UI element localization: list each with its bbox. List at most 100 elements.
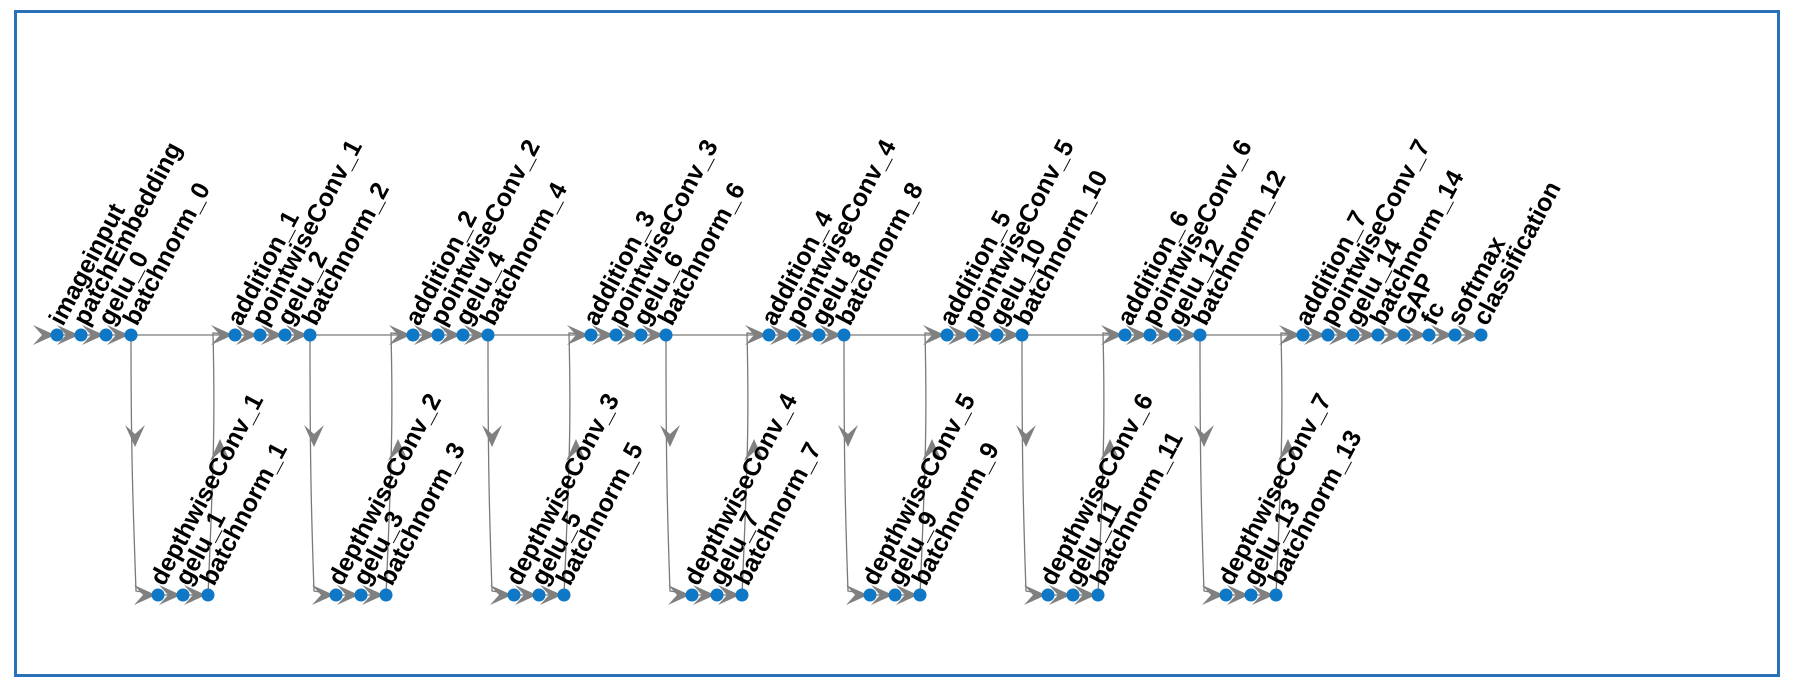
node-pointwiseConv_6[interactable] [1143, 328, 1157, 342]
node-fc[interactable] [1422, 328, 1436, 342]
nodes-layer [50, 328, 1488, 602]
node-gelu_9[interactable] [888, 588, 902, 602]
arrowhead-addition_4 [745, 325, 767, 345]
node-gelu_11[interactable] [1066, 588, 1080, 602]
node-batchnorm_2[interactable] [303, 328, 317, 342]
arrowhead-addition_1 [211, 325, 233, 345]
node-pointwiseConv_1[interactable] [253, 328, 267, 342]
node-batchnorm_6[interactable] [659, 328, 673, 342]
node-addition_4[interactable] [762, 328, 776, 342]
node-depthwiseConv_6[interactable] [1041, 588, 1055, 602]
node-addition_5[interactable] [940, 328, 954, 342]
node-addition_1[interactable] [228, 328, 242, 342]
node-batchnorm_8[interactable] [837, 328, 851, 342]
node-pointwiseConv_2[interactable] [431, 328, 445, 342]
node-depthwiseConv_2[interactable] [329, 588, 343, 602]
arrowhead-batchnorm_11 [1074, 585, 1096, 605]
node-batchnorm_7[interactable] [735, 588, 749, 602]
labels-layer: imageinputpatchEmbeddinggelu_0batchnorm_… [44, 135, 1567, 590]
node-depthwiseConv_5[interactable] [863, 588, 877, 602]
arrowhead-down-depthwiseConv_7 [1194, 425, 1214, 447]
node-depthwiseConv_1[interactable] [151, 588, 165, 602]
arrowhead-batchnorm_14 [1354, 325, 1376, 345]
arrowhead-gelu_5 [515, 585, 537, 605]
arrowhead-gelu_4 [439, 325, 461, 345]
node-pointwiseConv_5[interactable] [965, 328, 979, 342]
arrowhead-up-batchnorm_3 [388, 439, 408, 461]
arrowhead-up-batchnorm_13 [1278, 439, 1298, 461]
node-gelu_4[interactable] [456, 328, 470, 342]
arrowhead-up-batchnorm_9 [922, 439, 942, 461]
node-gelu_7[interactable] [710, 588, 724, 602]
edge-batchnorm_12-to-depthwiseConv_7 [1199, 334, 1227, 596]
node-gelu_3[interactable] [354, 588, 368, 602]
node-depthwiseConv_7[interactable] [1219, 588, 1233, 602]
node-pointwiseConv_3[interactable] [609, 328, 623, 342]
node-addition_3[interactable] [584, 328, 598, 342]
arrowhead-batchnorm_8 [820, 325, 842, 345]
arrowhead-depthwiseConv_5 [846, 585, 868, 605]
node-addition_6[interactable] [1118, 328, 1132, 342]
node-GAP[interactable] [1397, 328, 1411, 342]
arrowhead-depthwiseConv_3 [490, 585, 512, 605]
edge-batchnorm_13-to-addition_7 [1275, 332, 1304, 596]
arrowhead-batchnorm_5 [540, 585, 562, 605]
node-batchnorm_12[interactable] [1193, 328, 1207, 342]
arrowhead-pointwiseConv_3 [592, 325, 614, 345]
node-softmax[interactable] [1448, 328, 1462, 342]
arrowhead-batchnorm_4 [464, 325, 486, 345]
node-pointwiseConv_7[interactable] [1321, 328, 1335, 342]
node-pointwiseConv_4[interactable] [787, 328, 801, 342]
arrowhead-up-batchnorm_11 [1100, 439, 1120, 461]
node-classification[interactable] [1474, 328, 1488, 342]
arrowhead-pointwiseConv_7 [1304, 325, 1326, 345]
node-batchnorm_13[interactable] [1269, 588, 1283, 602]
arrowhead-depthwiseConv_7 [1202, 585, 1224, 605]
arrowhead-down-depthwiseConv_2 [304, 425, 324, 447]
node-batchnorm_0[interactable] [124, 328, 138, 342]
arrowhead-addition_5 [923, 325, 945, 345]
arrowhead-depthwiseConv_4 [668, 585, 690, 605]
node-patchEmbedding[interactable] [74, 328, 88, 342]
node-addition_7[interactable] [1296, 328, 1310, 342]
arrowhead-batchnorm_9 [896, 585, 918, 605]
edge-batchnorm_5-to-addition_3 [563, 332, 592, 596]
node-batchnorm_3[interactable] [379, 588, 393, 602]
node-batchnorm_10[interactable] [1015, 328, 1029, 342]
node-addition_2[interactable] [406, 328, 420, 342]
node-gelu_2[interactable] [278, 328, 292, 342]
edge-batchnorm_7-to-addition_4 [741, 332, 770, 596]
node-gelu_12[interactable] [1168, 328, 1182, 342]
node-gelu_14[interactable] [1346, 328, 1360, 342]
node-batchnorm_5[interactable] [557, 588, 571, 602]
node-depthwiseConv_4[interactable] [685, 588, 699, 602]
arrowhead-imageinput [33, 325, 55, 345]
network-graph: imageinputpatchEmbeddinggelu_0batchnorm_… [33, 135, 1567, 605]
node-gelu_13[interactable] [1244, 588, 1258, 602]
arrowhead-addition_2 [389, 325, 411, 345]
edge-batchnorm_1-to-addition_1 [207, 332, 236, 596]
node-batchnorm_1[interactable] [201, 588, 215, 602]
node-depthwiseConv_3[interactable] [507, 588, 521, 602]
arrowhead-batchnorm_12 [1176, 325, 1198, 345]
node-gelu_10[interactable] [990, 328, 1004, 342]
arrowhead-batchnorm_10 [998, 325, 1020, 345]
node-batchnorm_11[interactable] [1091, 588, 1105, 602]
node-batchnorm_9[interactable] [913, 588, 927, 602]
node-gelu_0[interactable] [99, 328, 113, 342]
edge-batchnorm_10-to-depthwiseConv_6 [1021, 334, 1049, 596]
node-gelu_1[interactable] [176, 588, 190, 602]
arrowhead-batchnorm_2 [286, 325, 308, 345]
node-gelu_6[interactable] [634, 328, 648, 342]
node-batchnorm_4[interactable] [481, 328, 495, 342]
arrowhead-up-batchnorm_5 [566, 439, 586, 461]
edge-batchnorm_8-to-depthwiseConv_5 [843, 334, 871, 596]
arrowhead-gelu_6 [617, 325, 639, 345]
node-imageinput[interactable] [50, 328, 64, 342]
arrowhead-up-batchnorm_1 [210, 439, 230, 461]
arrowhead-batchnorm_1 [184, 585, 206, 605]
node-batchnorm_14[interactable] [1371, 328, 1385, 342]
node-gelu_8[interactable] [812, 328, 826, 342]
node-gelu_5[interactable] [532, 588, 546, 602]
